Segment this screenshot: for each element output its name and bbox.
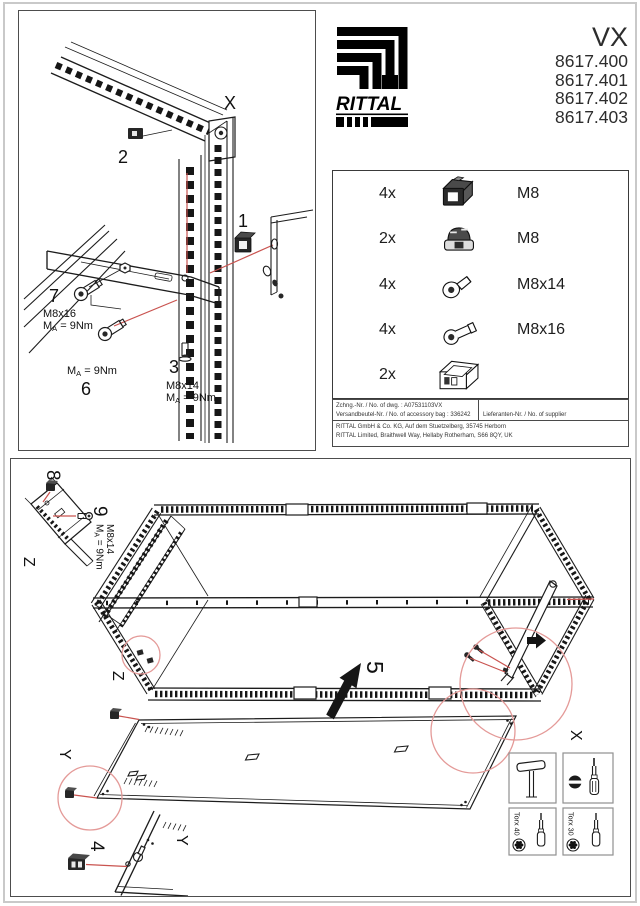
leader-screw7 [88, 269, 121, 288]
part-qty: 4x [379, 275, 396, 293]
part-qty: 2x [379, 366, 396, 384]
model-number: 8617.401 [555, 69, 628, 90]
model-number: 8617.403 [555, 106, 628, 127]
label-3: 3 [169, 357, 179, 377]
base-panel [65, 708, 517, 810]
part-qty: 2x [379, 230, 396, 248]
label-5: 5 [362, 661, 388, 674]
address-uk: RITTAL Limited, Braithwell Way, Hellaby … [336, 432, 513, 439]
socket-head-screw-icon [433, 310, 485, 350]
screw-m8x14-icon [178, 342, 192, 362]
supplier-number: Lieferanten-Nr. / No. of supplier [483, 412, 567, 418]
label-x: X [224, 93, 236, 113]
frame-assembly-drawing: Torx 40 Torx 30 8 9 M8x14 [20, 470, 614, 897]
tool-box-torx30: Torx 30 [562, 807, 614, 856]
torx40-label: Torx 40 [513, 812, 522, 836]
corner-detail-drawing: X 2 1 7 M8x16 MA = 9Nm MA = 9Nm 6 3 M8x1… [23, 41, 314, 443]
label-y: Y [56, 749, 73, 760]
part-size: M8 [517, 184, 540, 202]
red-leader-diagonal [209, 244, 274, 274]
series-name: VX [591, 22, 628, 52]
clamp-icon [128, 128, 143, 139]
tool-box-torx40: Torx 40 [508, 807, 557, 856]
leader-clamp2 [142, 129, 173, 137]
torque-note-3: MA = 9Nm [166, 392, 216, 405]
frame-long-rails [92, 502, 594, 702]
receding-frame-rails [23, 224, 126, 354]
torx30-label: Torx 30 [567, 812, 576, 836]
cage-nut-icon [433, 174, 485, 214]
label-1: 1 [238, 211, 248, 231]
highlight-circle [57, 765, 123, 831]
label-2: 2 [118, 147, 128, 167]
corner-detail-4 [68, 810, 189, 897]
label-x: X [567, 730, 584, 741]
part-row: 4x M8 [333, 171, 628, 216]
note-m8x14: M8x14 [104, 524, 115, 554]
bracket-detail-89 [24, 476, 94, 567]
part-row: 2x M8 [333, 216, 628, 261]
highlight-circle [121, 635, 161, 675]
screw-6-icon [97, 318, 127, 342]
tool-box-slotted-screwdriver [562, 752, 614, 804]
accessory-bag-number: Versandbeutel-Nr. / No. of accessory bag… [336, 411, 471, 418]
hook-bracket [262, 209, 314, 299]
part-qty: 4x [379, 184, 396, 202]
note-m8x14: M8x14 [166, 380, 199, 392]
countersunk-screw-icon [433, 265, 485, 305]
highlight-circle [459, 627, 573, 741]
note-m8x16: M8x16 [43, 308, 76, 320]
torque-note-6: MA = 9Nm [67, 365, 117, 378]
logo-bar-slits [344, 117, 371, 127]
torque-note-7: MA = 9Nm [43, 320, 93, 333]
spacer-sleeve-icon [433, 355, 485, 395]
logo-emblem [337, 27, 408, 89]
rittal-logo: RITTAL [336, 27, 412, 127]
assembly-drawing-panel: Torx 40 Torx 30 8 9 M8x14 [10, 458, 631, 897]
part-row: 4x M8x14 [333, 262, 628, 307]
label-z: Z [109, 671, 126, 681]
red-leader-screw6 [113, 299, 178, 327]
part-row: 4x M8x16 [333, 307, 628, 352]
highlight-circle [430, 688, 516, 774]
model-number: 8617.400 [555, 51, 628, 71]
tool-box-hammer [508, 752, 557, 804]
detail-drawing-panel: X 2 1 7 M8x16 MA = 9Nm MA = 9Nm 6 3 M8x1… [18, 10, 316, 451]
top-rail [50, 41, 228, 142]
part-size: M8x14 [517, 275, 566, 293]
cage-nut-icon [234, 231, 256, 253]
model-numbers: VX 8617.400 8617.401 8617.402 8617.403 [430, 22, 628, 126]
part-size: M8x16 [517, 320, 566, 338]
screw-m8x16-icon [73, 278, 103, 302]
parts-list: 4x M8 2x M8 4x M8x14 4x M8x16 [332, 170, 629, 399]
direction-arrow-small [527, 632, 546, 649]
part-size: M8 [517, 230, 540, 248]
title-block: Zchng.-Nr. / No. of dwg. : A07531103VX V… [332, 399, 629, 447]
frame-right-end [479, 504, 595, 698]
address-germany: RITTAL GmbH & Co. KG, Auf dem Stuetzelbe… [336, 424, 507, 430]
mounting-bracket [46, 250, 220, 310]
label-z: Z [20, 557, 37, 567]
clip-block-icon [68, 853, 90, 870]
label-7: 7 [49, 286, 59, 306]
label-8: 8 [42, 470, 63, 481]
clip-nut-icon [433, 219, 485, 259]
label-y: Y [173, 835, 190, 846]
label-9: 9 [89, 506, 110, 517]
captive-nut-icon [110, 708, 122, 719]
lift-direction-arrow [326, 663, 361, 720]
interior-mounting-rails [98, 515, 186, 664]
part-row: 2x [333, 353, 628, 398]
label-4: 4 [86, 841, 107, 852]
part-qty: 4x [379, 320, 396, 338]
torque-note-9: MA = 9Nm [93, 524, 105, 570]
label-6: 6 [81, 379, 91, 399]
logo-wordmark: RITTAL [336, 94, 402, 115]
drawing-number: Zchng.-Nr. / No. of dwg. : A07531103VX [336, 403, 443, 409]
corner-joint [208, 116, 236, 162]
model-number: 8617.402 [555, 88, 628, 108]
captive-nut-icon [65, 787, 77, 798]
